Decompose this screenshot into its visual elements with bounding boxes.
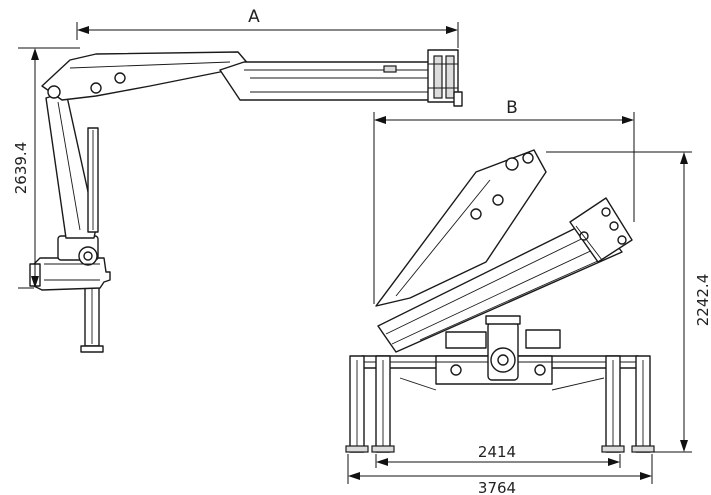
stabilizer-inner-label: 2414 [478, 443, 516, 461]
dimension-stabilizer-inner: 2414 [375, 443, 621, 468]
dimension-a-label: A [248, 7, 260, 27]
extended-inner-boom [41, 51, 251, 101]
height-folded-label: 2242.4 [694, 274, 711, 327]
dimension-height-folded: 2242.4 [546, 151, 711, 453]
height-extended-label: 2639.4 [12, 142, 30, 195]
dimension-stabilizer-outer: 3764 [347, 454, 653, 495]
extended-extension-boom [219, 61, 431, 101]
folded-main-arm [375, 149, 547, 307]
stabilizer-leg-right-outer [631, 355, 655, 453]
stabilizer-outer-label: 3764 [478, 479, 516, 495]
dimension-a: A [76, 7, 459, 48]
stabilizer-leg-left-inner [371, 355, 395, 453]
folded-crane-view: B 2242.4 2414 3764 [345, 98, 711, 495]
stabilizer-leg-right-inner [601, 355, 625, 453]
extended-outrigger-leg [80, 279, 104, 353]
stabilizer-leg-left-outer [345, 355, 369, 453]
extended-lift-cylinder [87, 127, 99, 233]
folded-base [445, 315, 561, 381]
extended-crane-view: A 2639.4 [12, 7, 463, 353]
dimension-height-extended: 2639.4 [12, 47, 80, 289]
extended-base [29, 235, 111, 291]
dimension-b: B [373, 98, 635, 304]
extended-boom-tip [427, 49, 463, 107]
folded-extension-boom [377, 217, 623, 353]
folded-boom-tip [569, 197, 633, 263]
dimension-b-label: B [506, 98, 518, 118]
